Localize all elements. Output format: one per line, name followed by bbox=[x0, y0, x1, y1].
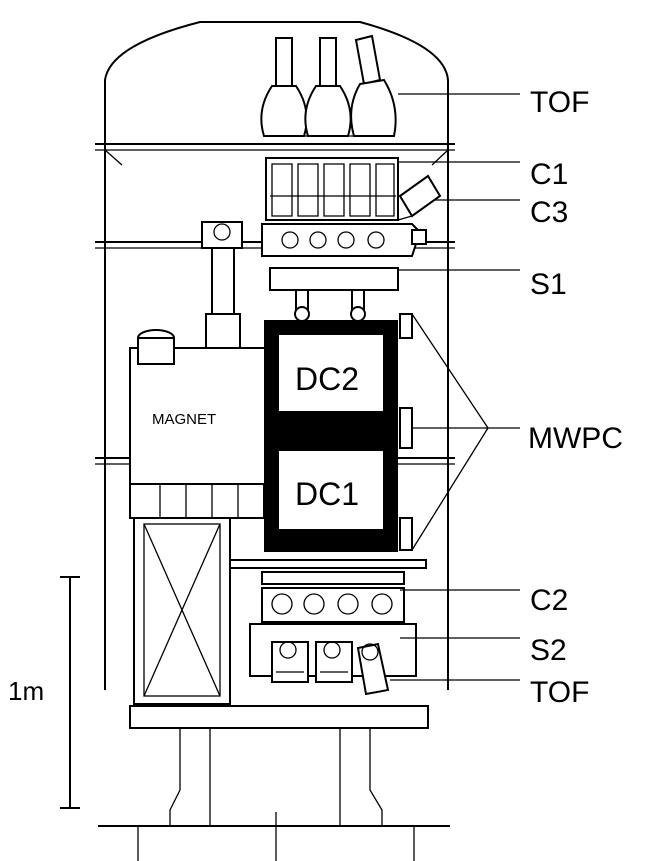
drift-chamber-frame bbox=[264, 320, 398, 552]
base-platform bbox=[98, 705, 450, 861]
label-dc1: DC1 bbox=[295, 476, 359, 512]
mwpc-boxes bbox=[399, 313, 413, 551]
c3-counter bbox=[397, 174, 442, 221]
c2-counter bbox=[229, 559, 427, 623]
label-c3: C3 bbox=[530, 196, 568, 229]
label-mwpc: MWPC bbox=[528, 422, 623, 455]
label-c2: C2 bbox=[530, 584, 568, 617]
s1-counter bbox=[269, 267, 399, 322]
scale-bar bbox=[60, 576, 80, 809]
label-tof-top: TOF bbox=[530, 86, 589, 119]
label-c1: C1 bbox=[530, 158, 568, 191]
s2-tof-bottom bbox=[249, 623, 417, 696]
label-dc2: DC2 bbox=[295, 361, 359, 397]
c3-box bbox=[261, 223, 427, 257]
upper-bracket bbox=[199, 221, 247, 367]
leader-lines bbox=[390, 93, 520, 681]
label-magnet: MAGNET bbox=[152, 411, 216, 428]
magnet bbox=[129, 329, 271, 485]
label-scale: 1m bbox=[8, 676, 44, 706]
c1-counter bbox=[265, 157, 399, 221]
tof-top-pmts bbox=[260, 34, 397, 137]
left-support-frame bbox=[129, 483, 265, 705]
label-s2: S2 bbox=[530, 634, 567, 667]
label-tof-bottom: TOF bbox=[530, 676, 589, 709]
label-s1: S1 bbox=[530, 268, 567, 301]
